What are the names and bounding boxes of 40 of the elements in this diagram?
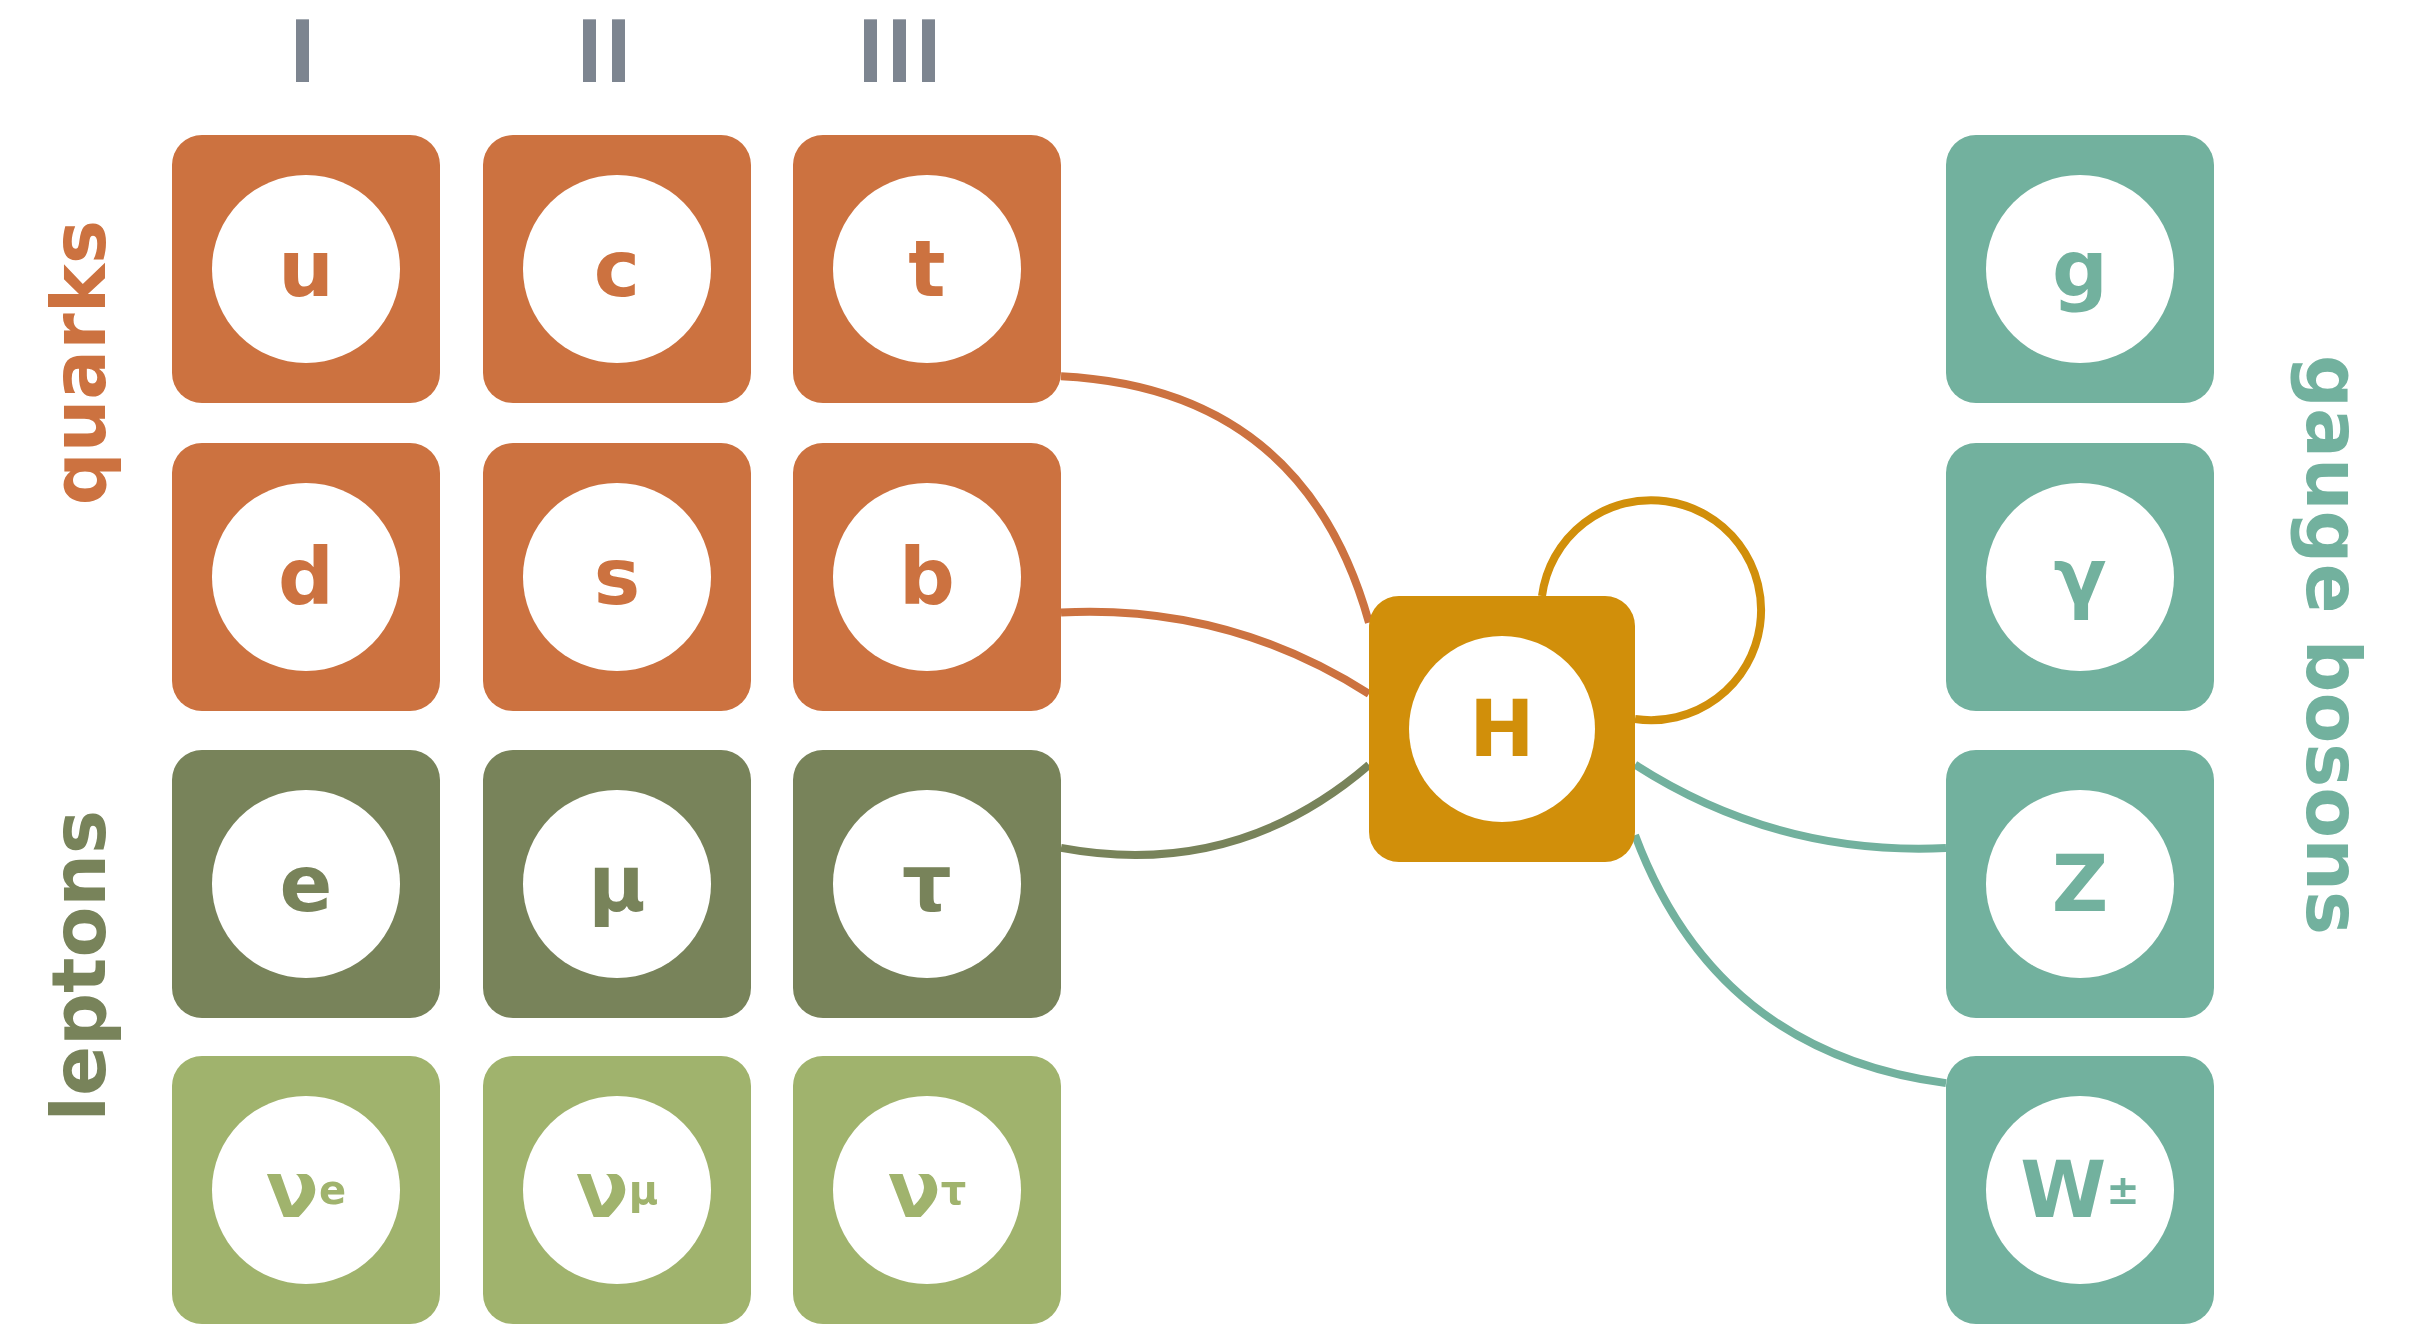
particle-symbol: W$^{±}$: [1986, 1096, 2174, 1284]
group-label: quarks: [36, 220, 122, 506]
particle-tile: [1946, 1056, 2214, 1324]
particle-tile: [1946, 750, 2214, 1018]
particle-symbol: γ: [1986, 483, 2174, 671]
group-label: gauge bosons: [2290, 355, 2376, 935]
particle-symbol: d: [212, 483, 400, 671]
particle-tile: [483, 750, 751, 1018]
particle-symbol: μ: [523, 790, 711, 978]
generation-numeral: I: [290, 0, 319, 103]
connector-line: [1538, 496, 1765, 725]
particle-tile: [1946, 135, 2214, 403]
particle-symbol: H: [1408, 635, 1596, 823]
connector-line: [1060, 372, 1373, 624]
particle-symbol: s: [523, 483, 711, 671]
particle-tile: [172, 135, 440, 403]
particle-tile: [172, 1056, 440, 1324]
particle-symbol: τ: [833, 790, 1021, 978]
particle-tile: [483, 1056, 751, 1324]
particle-tile: [793, 750, 1061, 1018]
connector-line: [1631, 833, 1947, 1088]
particle-symbol: c: [523, 175, 711, 363]
particle-symbol: e: [212, 790, 400, 978]
particle-tile: [793, 135, 1061, 403]
particle-symbol: u: [212, 175, 400, 363]
particle-tile: [793, 1056, 1061, 1324]
particle-symbol: t: [833, 175, 1021, 363]
generation-numeral: III: [858, 0, 945, 103]
particle-tile: [1369, 596, 1635, 862]
particle-tile: [172, 443, 440, 711]
particle-symbol: Z: [1986, 790, 2174, 978]
particle-tile: [483, 443, 751, 711]
particle-tile: [483, 135, 751, 403]
particle-tile: [1946, 443, 2214, 711]
generation-numeral: II: [577, 0, 635, 103]
particle-symbol: g: [1986, 175, 2174, 363]
particle-tile: [793, 443, 1061, 711]
group-label: leptons: [36, 810, 122, 1122]
particle-symbol: b: [833, 483, 1021, 671]
particle-tile: [172, 750, 440, 1018]
